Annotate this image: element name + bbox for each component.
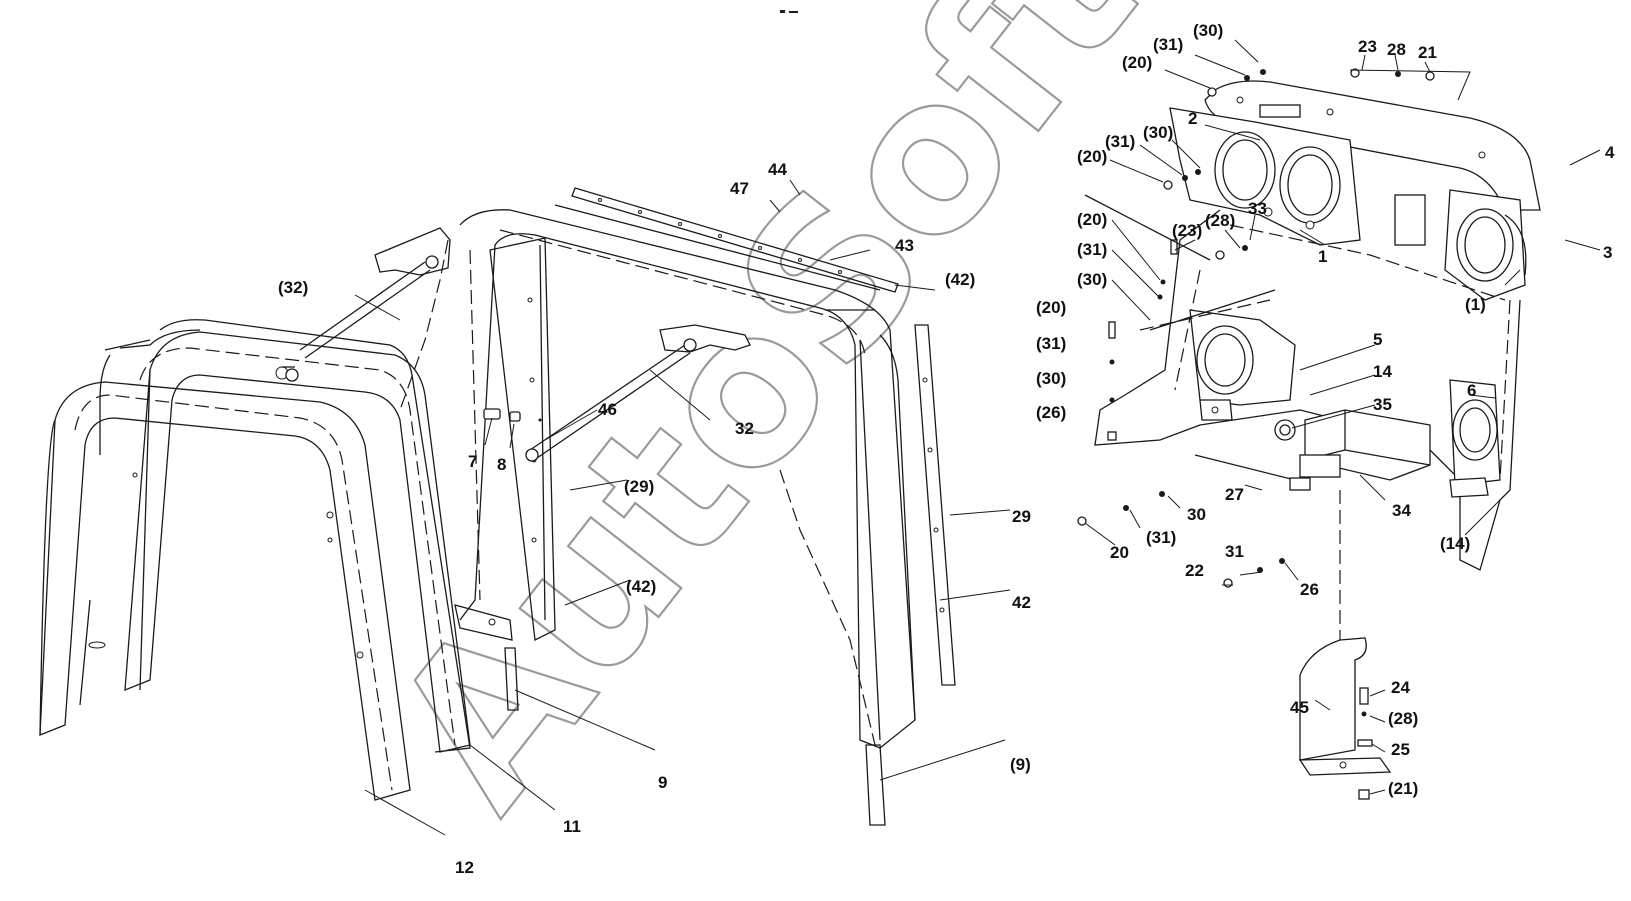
callout-9: 9 <box>658 773 667 792</box>
callout-20-top: (20) <box>1122 53 1152 72</box>
callout-29: 29 <box>1012 507 1031 526</box>
callout-30-top: (30) <box>1193 21 1223 40</box>
part-7-8 <box>483 408 542 422</box>
callout-42: 42 <box>1012 593 1031 612</box>
watermark-text: AutoSoft <box>346 0 1182 851</box>
callout-26-n: (26) <box>1036 403 1066 422</box>
callout-28-m: (28) <box>1205 211 1235 230</box>
callout-23-top: 23 <box>1358 37 1377 56</box>
callout-26-s: 26 <box>1300 580 1319 599</box>
callout-33: 33 <box>1248 199 1267 218</box>
callout-23-m: (23) <box>1172 221 1202 240</box>
dash-lower-left-pod <box>1189 309 1296 421</box>
callout-25: 25 <box>1391 740 1410 759</box>
callout-30-b: (30) <box>1143 123 1173 142</box>
callout-43: 43 <box>895 236 914 255</box>
callout-30-n: (30) <box>1036 369 1066 388</box>
assembly-dash-left <box>399 239 449 411</box>
callout-47: 47 <box>730 179 749 198</box>
callout-31-n: (31) <box>1036 334 1066 353</box>
callout-30-m: (30) <box>1077 270 1107 289</box>
callout-45: 45 <box>1290 698 1309 717</box>
fastener-stack-center <box>1107 321 1117 441</box>
part-27 <box>1194 454 1311 491</box>
callout-7: 7 <box>468 452 477 471</box>
callout-42-top: (42) <box>945 270 975 289</box>
dash-lower-right-pod <box>1449 379 1501 498</box>
callout-2: 2 <box>1188 109 1197 128</box>
callout-3: 3 <box>1603 243 1612 262</box>
callout-20-l: 20 <box>1110 543 1129 562</box>
callout-30-l: 30 <box>1187 505 1206 524</box>
callout-5: 5 <box>1373 330 1382 349</box>
callout-12: 12 <box>455 858 474 877</box>
callout-1: 1 <box>1318 247 1327 266</box>
callout-22: 22 <box>1185 561 1204 580</box>
top-mark <box>780 10 798 13</box>
callout-21-top: 21 <box>1418 43 1437 62</box>
leader-lines <box>354 39 1601 836</box>
strip-29-right <box>914 324 956 686</box>
callout-14b: (14) <box>1440 534 1470 553</box>
dash-left-pod <box>1169 107 1361 246</box>
callout-46: 46 <box>598 400 617 419</box>
callout-20-n: (20) <box>1036 298 1066 317</box>
part-34-box <box>1299 409 1431 481</box>
part-35 <box>1274 419 1296 441</box>
callout-11: 11 <box>563 817 581 836</box>
panel-11 <box>99 331 471 753</box>
callout-8: 8 <box>497 455 506 474</box>
dash-main-body <box>1094 209 1521 571</box>
callout-31-m: (31) <box>1077 240 1107 259</box>
bracket-45 <box>1298 637 1392 776</box>
callout-28-top: 28 <box>1387 40 1406 59</box>
dash-right-pod <box>1394 189 1527 301</box>
part-9-lower <box>454 604 519 711</box>
strut-32-upper <box>285 227 451 382</box>
cab-center-frame <box>459 209 916 826</box>
callout-42b: (42) <box>626 577 656 596</box>
assembly-dash-center <box>779 469 876 746</box>
callout-21-s: (21) <box>1388 779 1418 798</box>
callout-9b: (9) <box>1010 755 1031 774</box>
strut-32-center <box>525 324 751 462</box>
assembly-dash-right-2 <box>1139 299 1271 331</box>
callout-14: 14 <box>1373 362 1392 381</box>
callout-34: 34 <box>1392 501 1411 520</box>
rail-43 <box>554 187 899 293</box>
callout-20-m: (20) <box>1077 210 1107 229</box>
callout-1b: (1) <box>1465 295 1486 314</box>
callout-44: 44 <box>768 160 787 179</box>
callout-4: 4 <box>1605 143 1615 162</box>
assembly-line-right-3 <box>1084 194 1276 331</box>
callout-31-top: (31) <box>1153 35 1183 54</box>
callout-31-b: (31) <box>1105 132 1135 151</box>
callout-24: 24 <box>1391 678 1410 697</box>
callout-27: 27 <box>1225 485 1244 504</box>
callout-28-s: (28) <box>1388 709 1418 728</box>
callout-32: 32 <box>735 419 754 438</box>
panel-12 <box>39 381 411 801</box>
fastener-stack-bolt24 <box>1357 687 1373 800</box>
callout-6: 6 <box>1467 381 1476 400</box>
panel-outer-frame <box>119 319 471 753</box>
callout-20-b: (20) <box>1077 147 1107 166</box>
callout-35: 35 <box>1373 395 1392 414</box>
callout-29b: (29) <box>624 477 654 496</box>
callout-labels: (30) (31) (20) 23 28 21 2 (30) (31) (20)… <box>278 21 1615 877</box>
callout-31-l: (31) <box>1146 528 1176 547</box>
callout-31-s: 31 <box>1225 542 1244 561</box>
callout-32b: (32) <box>278 278 308 297</box>
